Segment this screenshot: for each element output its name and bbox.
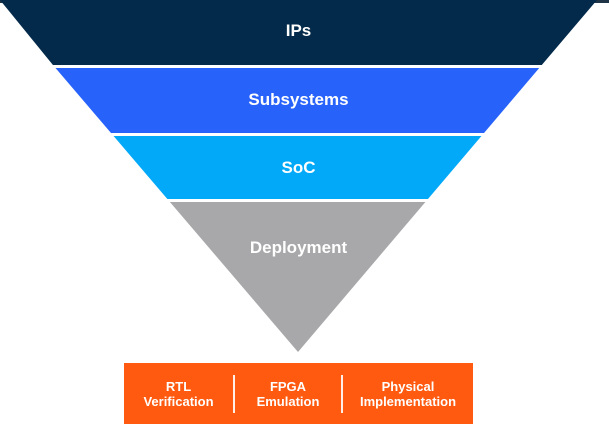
verification-tools-box: RTL Verification FPGA Emulation Physical… <box>124 363 473 424</box>
tool-divider <box>233 374 235 413</box>
band-label-deployment: Deployment <box>249 238 348 257</box>
tool-rtl-line2: Verification <box>143 393 214 409</box>
band-label-subsystems: Subsystems <box>248 90 349 109</box>
funnel-band-ips <box>0 0 597 65</box>
tool-physical-line1: Physical <box>381 378 435 394</box>
tool-physical-line2: Implementation <box>359 393 457 409</box>
tool-rtl-line1: RTL <box>165 378 192 394</box>
tool-physical-implementation: Physical Implementation <box>343 379 473 409</box>
funnel-band-subsystems <box>55 68 540 133</box>
tool-rtl-verification: RTL Verification <box>124 379 233 409</box>
tool-fpga-line1: FPGA <box>269 378 307 394</box>
tool-fpga-line2: Emulation <box>256 393 320 409</box>
band-label-soc: SoC <box>281 158 316 177</box>
funnel-band-soc <box>113 136 482 199</box>
funnel-band-deployment <box>169 202 426 352</box>
tool-divider <box>341 374 343 413</box>
tool-fpga-emulation: FPGA Emulation <box>235 379 341 409</box>
band-label-ips: IPs <box>285 21 312 40</box>
